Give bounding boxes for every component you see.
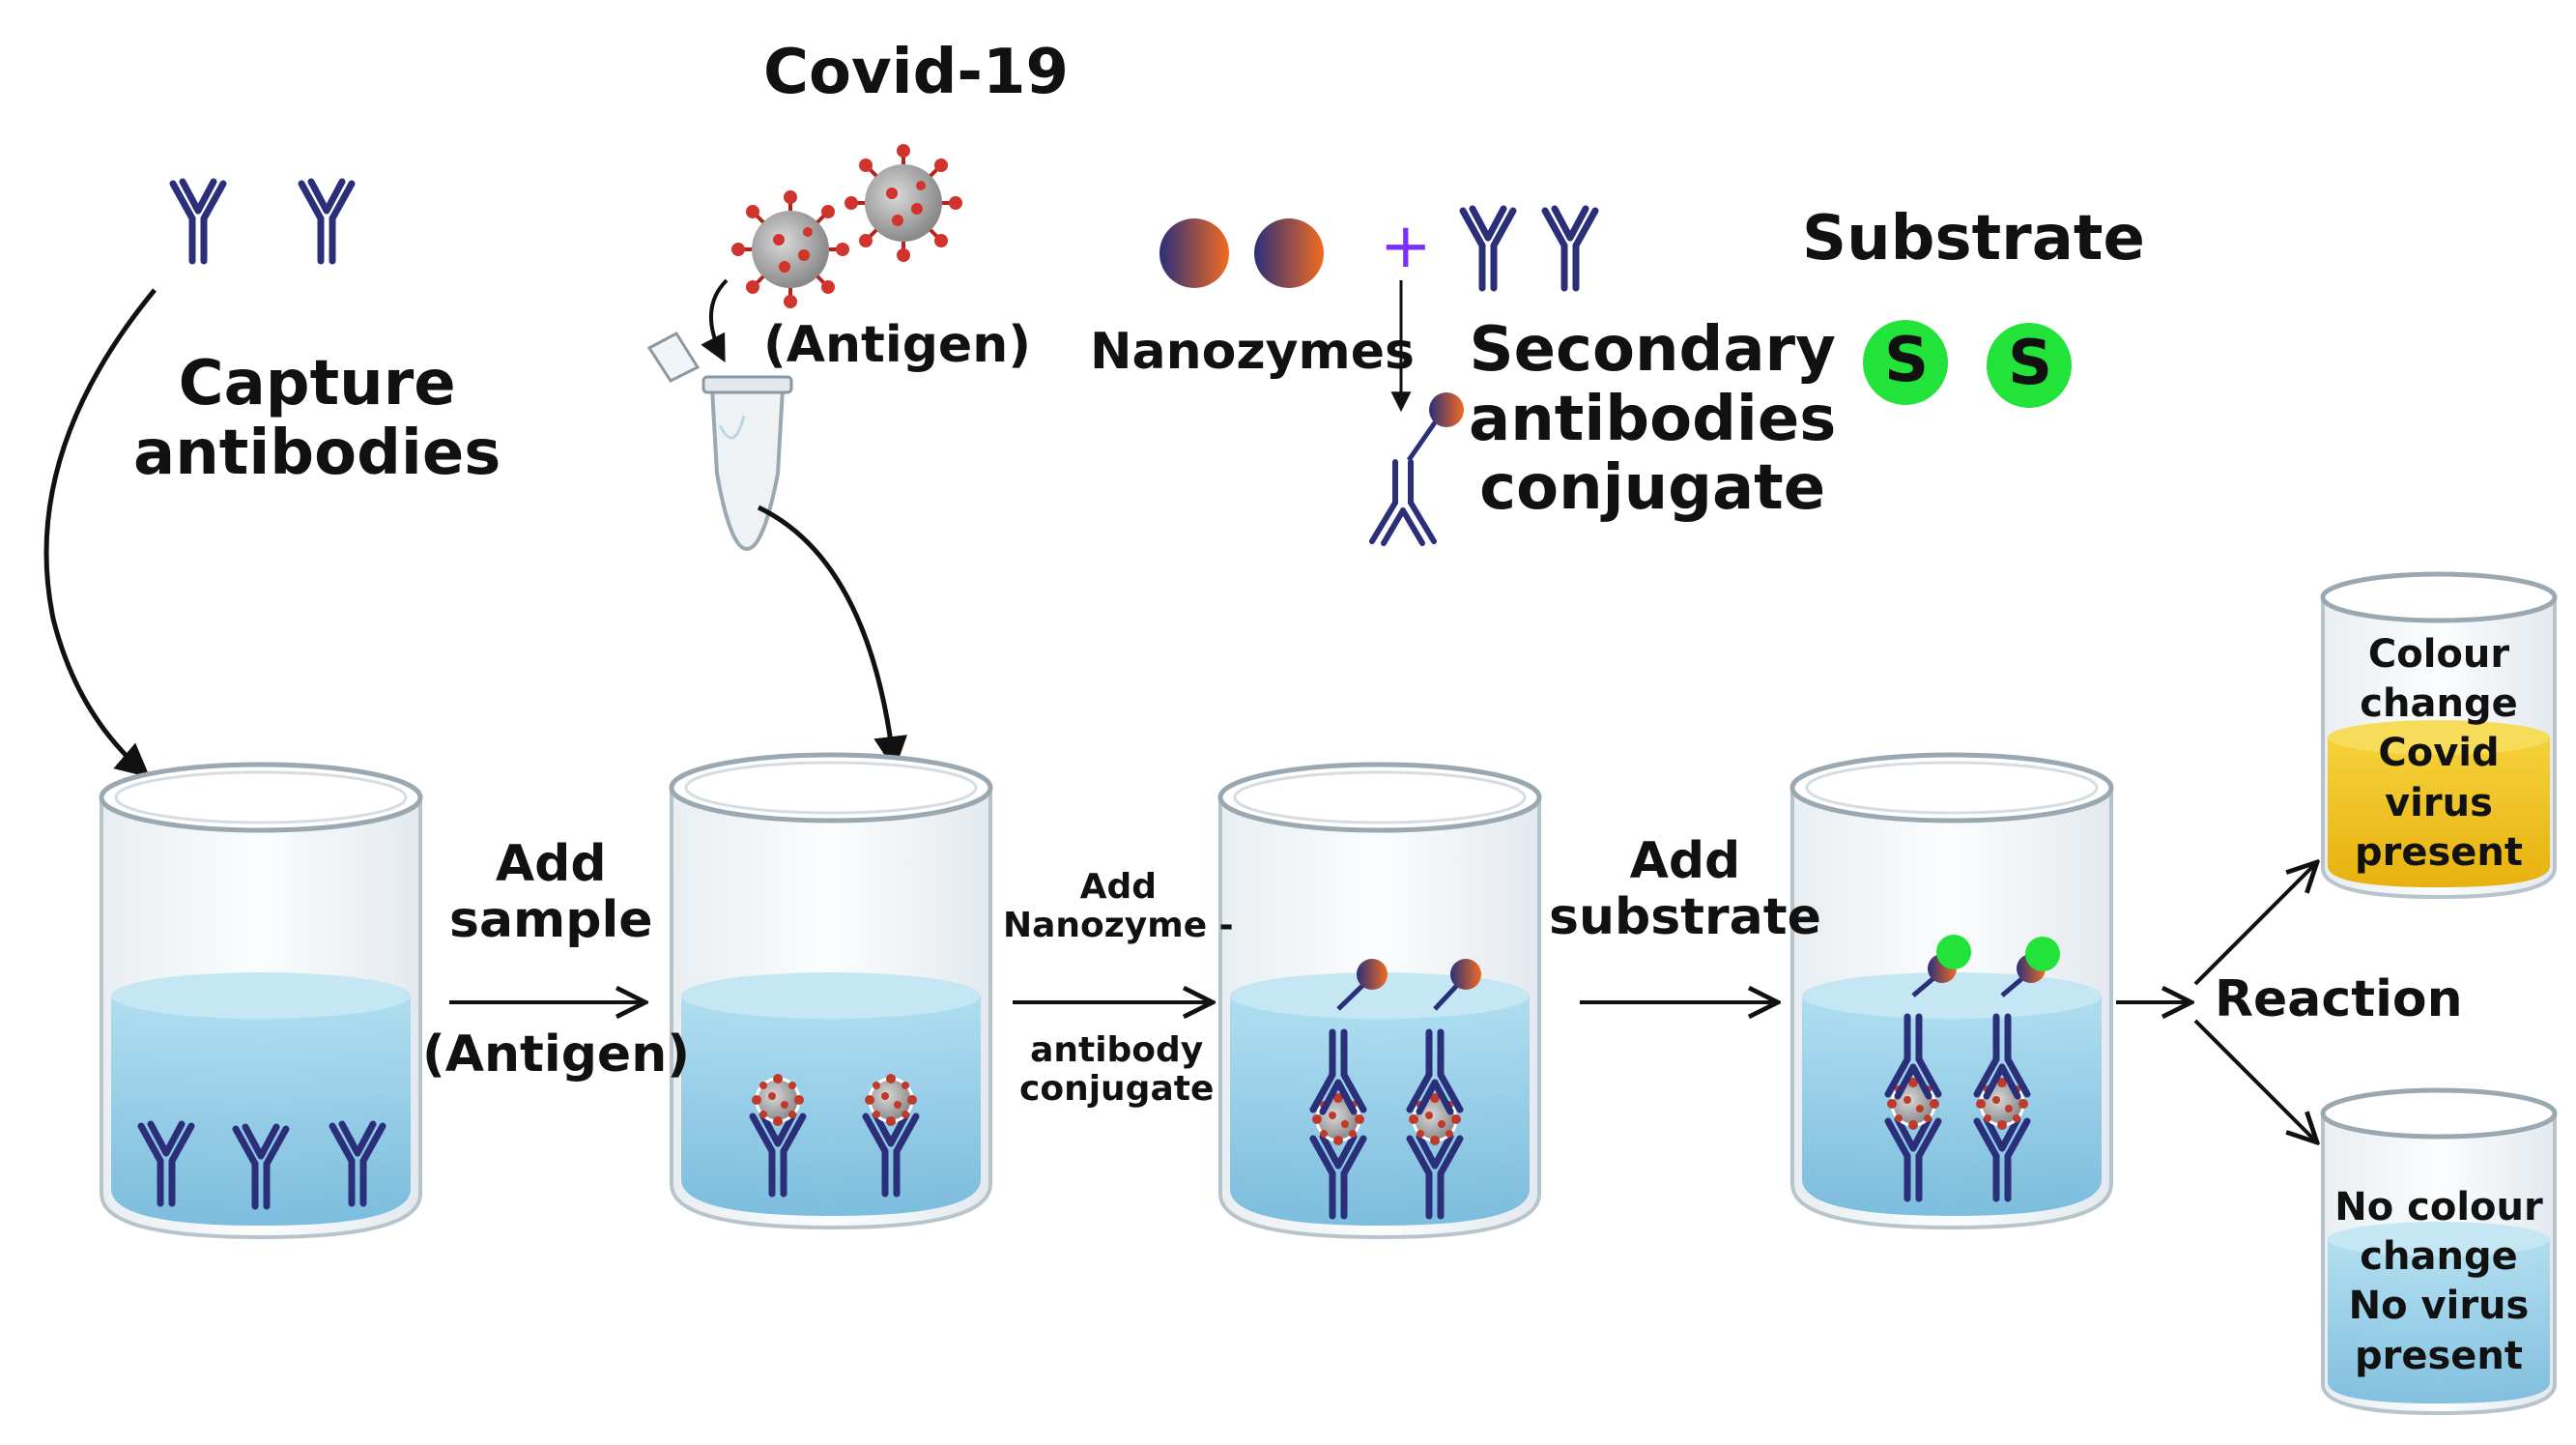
step1-label-top: Add sample [449,835,653,950]
beaker-2 [672,755,990,1228]
reaction-negative-arrow [2193,1019,2317,1142]
substrate-symbol-1: S [1884,325,1930,396]
plus-sign: + [1380,211,1432,282]
beaker-1 [101,765,420,1237]
covid-virus-icons [730,142,964,310]
reaction-positive-arrow [2193,862,2317,986]
secondary-antibodies-conjugate-label: Secondary antibodies conjugate [1469,314,1837,525]
capture-to-beaker-arrow [43,288,157,778]
beaker-3 [1220,765,1539,1237]
step3-label: Add substrate [1549,832,1821,947]
reaction-label: Reaction [2215,970,2463,1028]
step1-label-bottom: (Antigen) [422,1026,690,1084]
negative-result-beaker [2320,1087,2558,1416]
tube-to-beaker-arrow [757,505,908,770]
substrate-label: Substrate [1802,203,2145,275]
nanozymes-label: Nanozymes [1090,323,1415,381]
conjugate-icon [1369,392,1464,546]
substrate-icons [1863,320,2072,408]
substrate-symbol-2: S [2008,328,2053,399]
capture-antibody-icons [173,182,352,261]
virus-to-tube-arrow [701,278,729,362]
covid-title: Covid-19 [763,37,1070,108]
negative-result-label: No colour change No virus present [2334,1185,2543,1378]
step2-label-bottom: antibody conjugate [1019,1030,1215,1110]
positive-result-label: Colour change Covid virus present [2354,632,2524,875]
beaker-4 [1792,755,2111,1228]
antigen-label-top: (Antigen) [763,316,1031,374]
capture-antibodies-label: Capture antibodies [133,348,501,489]
positive-result-beaker [2320,571,2558,900]
secondary-antibody-icons [1463,209,1595,288]
nanozyme-icons [1159,218,1324,288]
step2-label-top: Add Nanozyme - [1003,867,1234,946]
